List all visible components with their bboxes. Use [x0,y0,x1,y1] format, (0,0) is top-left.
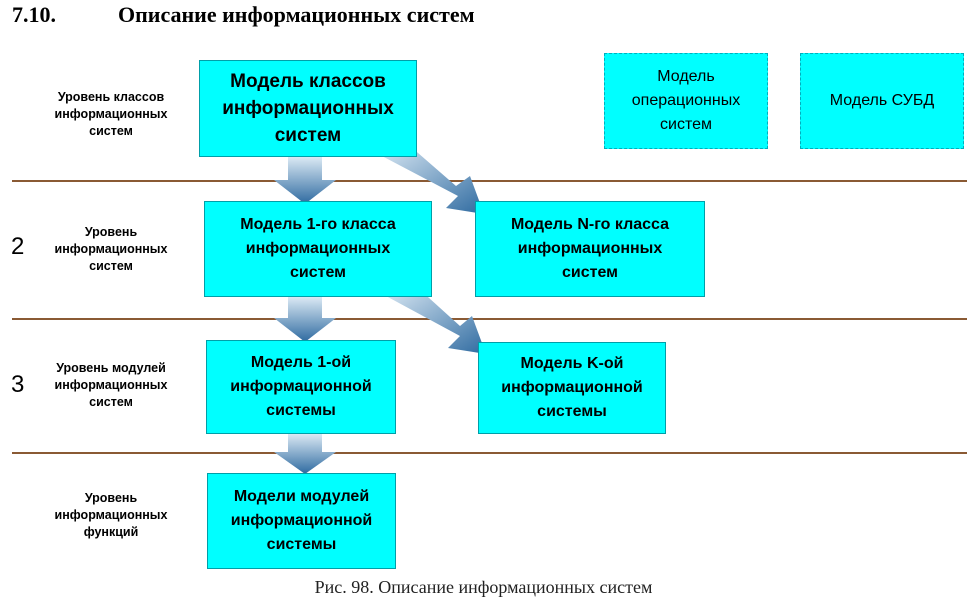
arrow-down-level2-to-level3 [274,297,336,342]
box-modules-model: Модели модулей информационной системы [207,473,396,569]
level-label-classes: Уровень классов информационных систем [54,90,168,138]
level-number-3: 3 [11,371,25,398]
level-number-2: 2 [11,233,25,260]
box-dbms-model: Модель СУБД [800,53,964,149]
box-class-model: Модель классов информационных систем [199,60,417,157]
box-classN-model: Модель N-го класса информационных систем [475,201,705,297]
level-divider-3 [12,452,967,454]
arrow-down-level3-to-level4 [274,434,336,474]
level-label-functions: Уровень информационных функций [54,491,168,539]
level-divider-1 [12,180,967,182]
box-system1-model: Модель 1-ой информационной системы [206,340,396,434]
level-divider-2 [12,318,967,320]
figure-caption: Рис. 98. Описание информационных систем [314,577,653,597]
arrow-diag-to-systemK [386,288,486,354]
level-label-modules: Уровень модулей информационных систем [54,361,168,409]
section-heading: 7.10. Описание информационных систем [12,2,712,28]
box-os-model: Модель операционных систем [604,53,768,149]
box-class1-model: Модель 1-го класса информационных систем [204,201,432,297]
arrow-down-level1-to-level2 [274,157,336,204]
section-title: Описание информационных систем [118,2,475,27]
section-number: 7.10. [12,2,56,27]
box-systemK-model: Модель K-ой информационной системы [478,342,666,434]
level-label-systems: Уровень информационных систем [54,225,168,273]
arrow-diag-to-classN [380,146,484,214]
